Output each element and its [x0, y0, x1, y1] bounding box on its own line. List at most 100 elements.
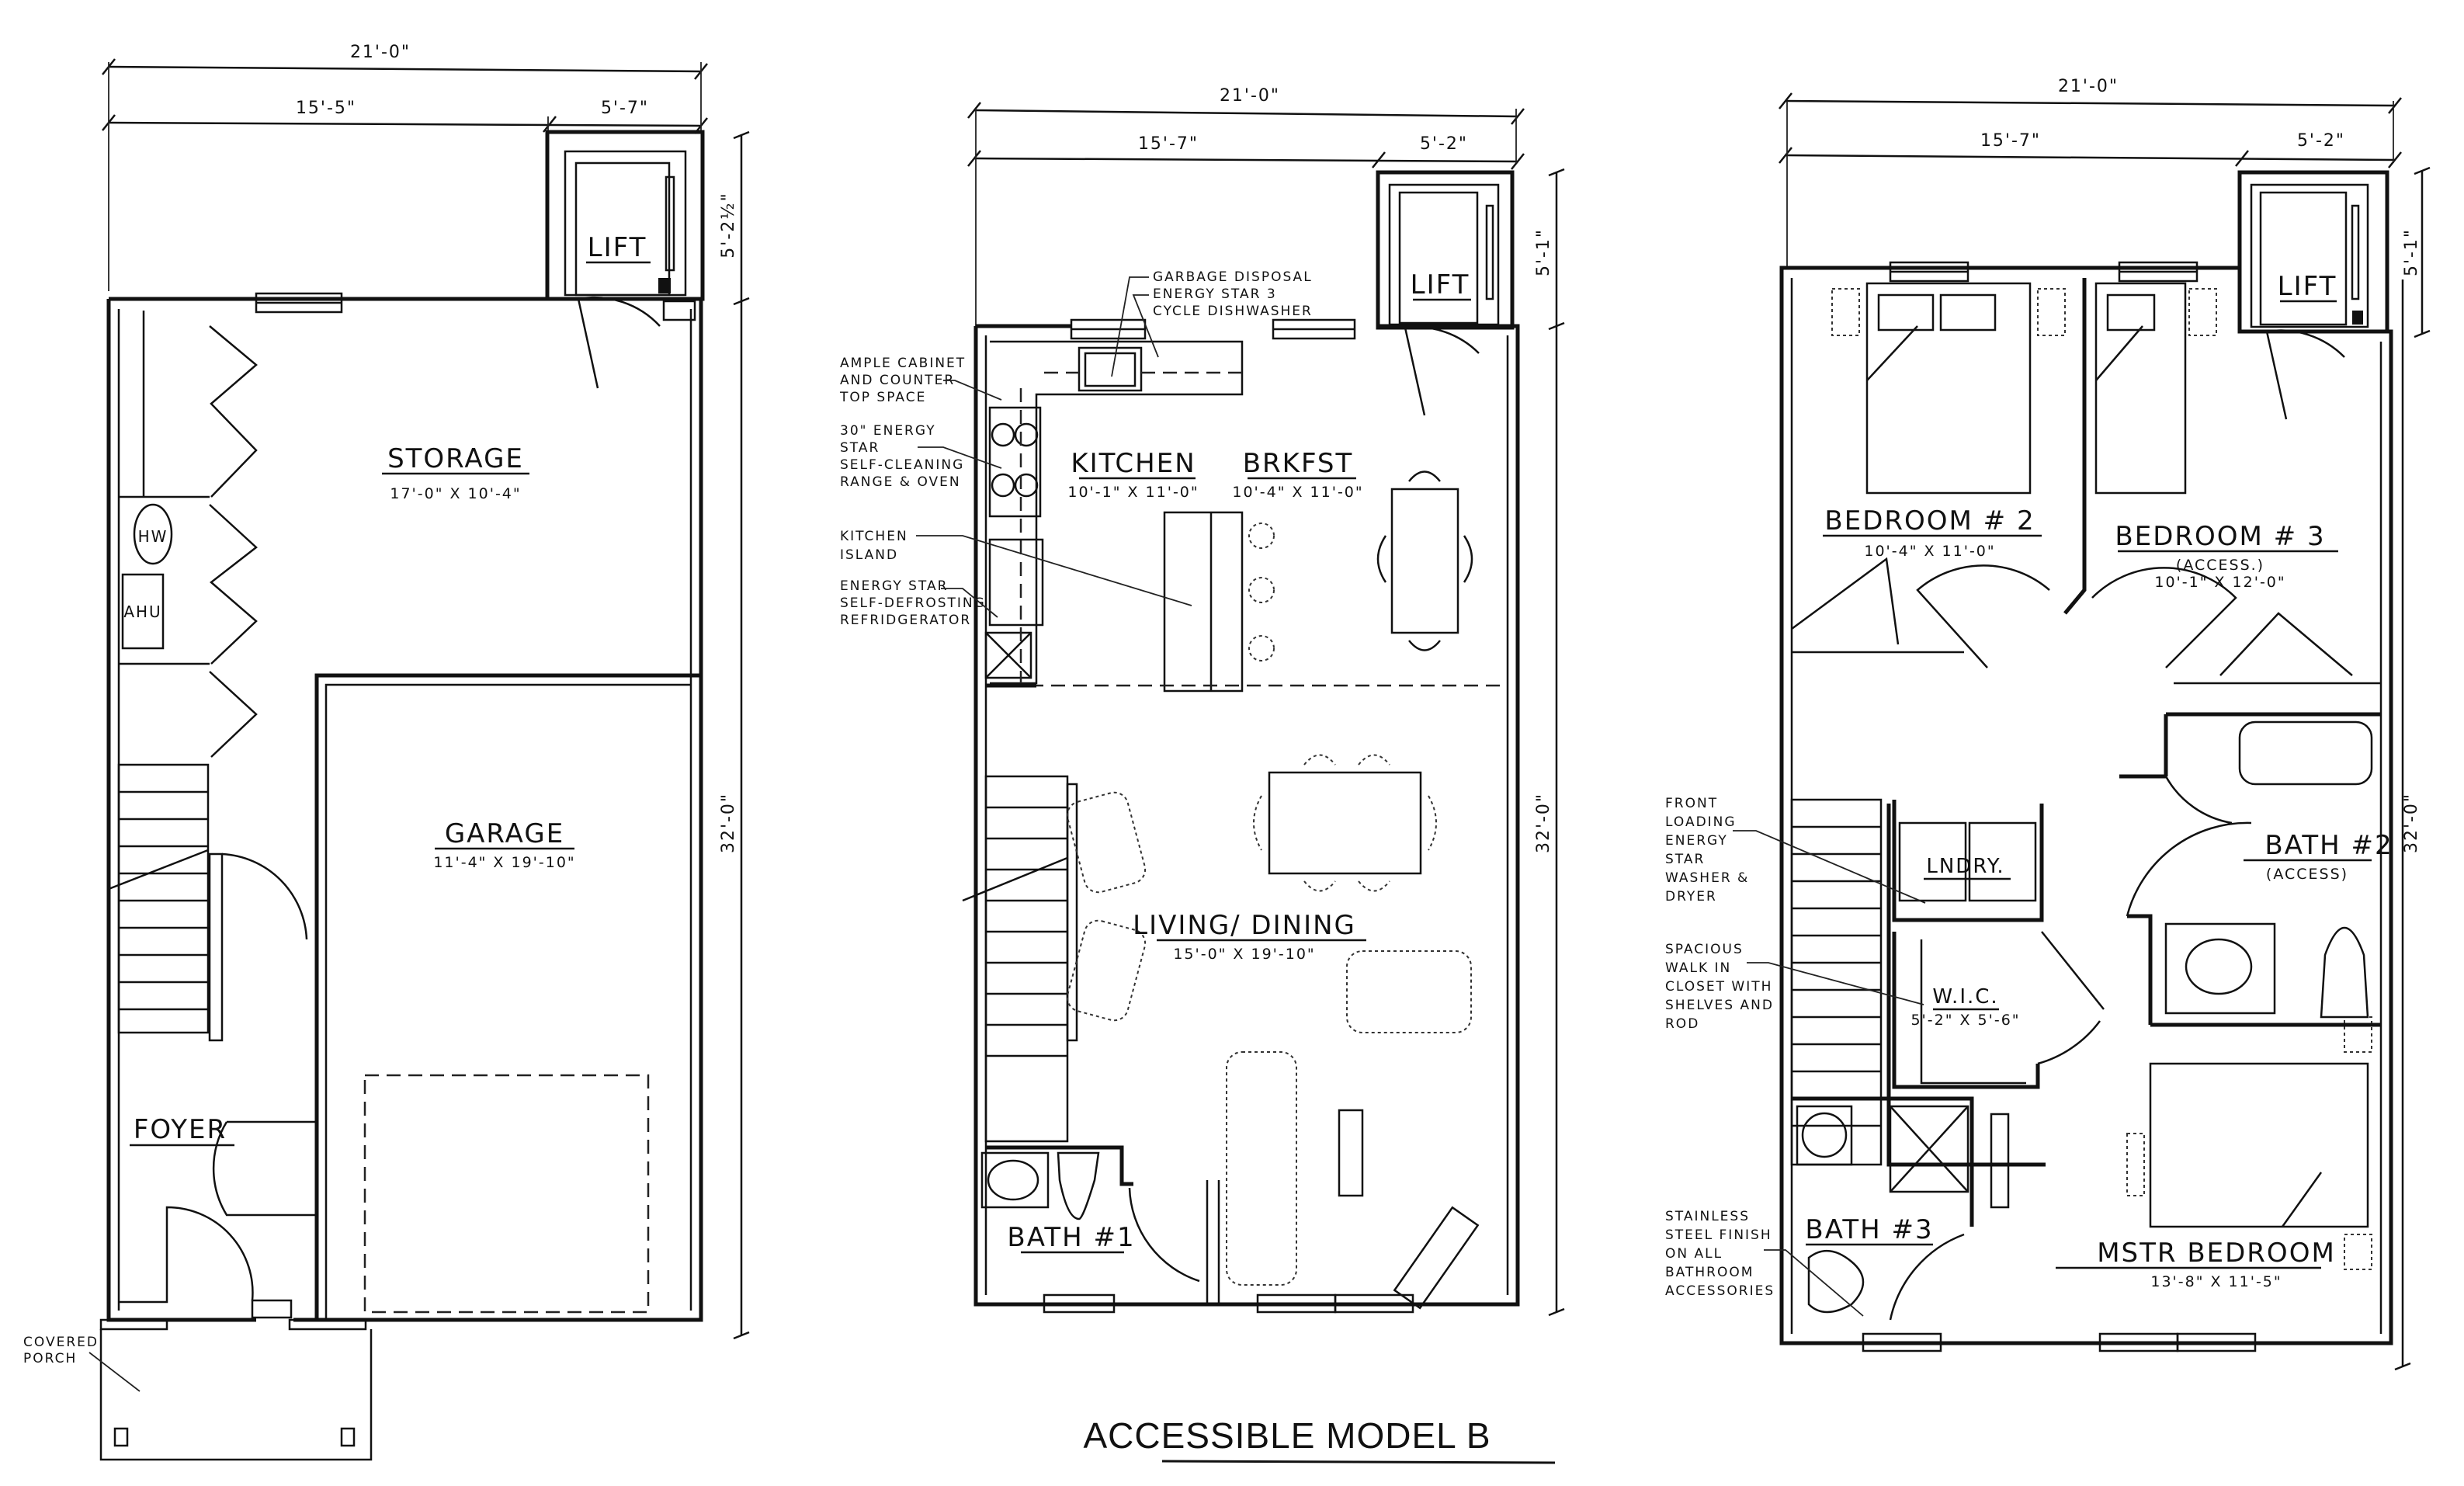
note-range-1: 30" ENERGY [840, 423, 936, 439]
bath-2 [2119, 712, 2381, 1027]
room-label-lift: LIFT [588, 232, 647, 263]
dim-right-width: 5'-2" [2297, 131, 2345, 151]
first-floor-plan: 21'-0" 15'-5" 5'-7" 5'-2½" 32'-0" LIFT [23, 43, 750, 1461]
note-washer-1: FRONT [1665, 796, 1718, 811]
room-size-kitchen: 10'-1" X 11'-0" [1067, 484, 1199, 501]
dim-lift-depth: 5'-1" [2402, 228, 2421, 276]
covered-porch [88, 1329, 373, 1461]
porch-note-line1: COVERED [23, 1335, 99, 1350]
room-label-bath-3: BATH #3 [1805, 1214, 1933, 1245]
bath-1 [980, 1145, 1220, 1304]
room-size-bedroom-2: 10'-4" X 11'-0" [1864, 543, 1995, 560]
third-floor-plan: 21'-0" 15'-7" 5'-2" 5'-1" 32'-0" LIFT [1665, 77, 2431, 1371]
room-label-master-bedroom: MSTR BEDROOM [2097, 1238, 2336, 1269]
note-fridge-2: SELF-DEFROSTING [840, 595, 986, 611]
room-label-bedroom-2: BEDROOM # 2 [1824, 505, 2035, 536]
walk-in-closet [1892, 931, 2105, 1089]
living-armchairs [1066, 791, 1147, 1022]
note-closet-2: WALK IN [1665, 960, 1731, 976]
room-label-kitchen: KITCHEN [1071, 448, 1196, 479]
laundry [1892, 800, 2044, 922]
room-label-foyer: FOYER [134, 1114, 227, 1145]
room-size-living-dining: 15'-0" X 19'-10" [1173, 946, 1315, 963]
ahu-label: AHU [123, 602, 161, 621]
note-washer-4: STAR [1665, 852, 1705, 867]
dimension-lines [102, 58, 750, 1340]
dim-left-width: 15'-7" [1138, 134, 1199, 154]
room-size-bedroom-3: 10'-1" X 12'-0" [2154, 574, 2285, 591]
note-steel-1: STAINLESS [1665, 1209, 1750, 1224]
note-garbage-3: CYCLE DISHWASHER [1153, 304, 1313, 319]
room-size-garage: 11'-4" X 19'-10" [433, 854, 575, 871]
kitchen-island [1163, 511, 1275, 693]
room-size-wic: 5'-2" X 5'-6" [1910, 1012, 2020, 1029]
room-label-lift: LIFT [1411, 269, 1470, 300]
room-sub-bedroom-3: (ACCESS.) [2176, 557, 2264, 574]
note-range-2: STAR [840, 440, 880, 456]
lift-shaft [2237, 170, 2389, 334]
staircase [108, 763, 224, 1042]
room-label-garage: GARAGE [445, 818, 564, 849]
closets [119, 311, 258, 758]
hw-label: HW [138, 527, 168, 546]
coffee-table [1338, 1109, 1364, 1197]
note-range-4: RANGE & OVEN [840, 474, 961, 490]
staircase [962, 775, 1078, 1143]
note-steel-2: STEEL FINISH [1665, 1227, 1772, 1243]
sheet-title: ACCESSIBLE MODEL B [1083, 1415, 1491, 1456]
room-label-lift: LIFT [2278, 271, 2337, 302]
note-washer-3: ENERGY [1665, 833, 1728, 849]
room-label-bath-2: BATH #2 [2264, 830, 2393, 861]
porch-note-line2: PORCH [23, 1351, 77, 1366]
floor-3-callouts: FRONT LOADING ENERGY STAR WASHER & DRYER… [1665, 796, 1926, 1317]
dim-overall-width: 21'-0" [2058, 77, 2119, 96]
dim-right-width: 5'-7" [601, 99, 649, 118]
note-garbage-2: ENERGY STAR 3 [1153, 286, 1277, 302]
loveseat [1346, 950, 1472, 1033]
note-steel-3: ON ALL [1665, 1246, 1723, 1262]
dim-overall-width: 21'-0" [1220, 86, 1280, 106]
note-island-1b: ISLAND [840, 547, 898, 563]
breakfast-table [1376, 470, 1473, 651]
dim-left-width: 15'-5" [296, 99, 356, 118]
beds [1831, 282, 2372, 1270]
note-steel-4: BATHROOM [1665, 1265, 1754, 1280]
room-size-master-bedroom: 13'-8" X 11'-5" [2150, 1273, 2282, 1290]
dimension-lines [1779, 92, 2431, 1371]
note-cabinet-3: TOP SPACE [839, 390, 926, 405]
dimension-lines [967, 102, 1565, 1317]
kitchen-callouts: GARBAGE DISPOSAL ENERGY STAR 3 CYCLE DIS… [839, 269, 1313, 628]
note-washer-6: DRYER [1665, 889, 1717, 904]
room-label-living-dining: LIVING/ DINING [1133, 910, 1356, 941]
title-underline [1161, 1460, 1556, 1464]
note-washer-2: LOADING [1665, 814, 1737, 830]
room-label-breakfast: BRKFST [1243, 448, 1354, 479]
note-closet-1: SPACIOUS [1665, 942, 1744, 957]
room-label-wic: W.I.C. [1932, 985, 1998, 1009]
dim-overall-depth: 32'-0" [2402, 793, 2421, 853]
room-label-laundry: LNDRY. [1926, 855, 2004, 878]
note-closet-3: CLOSET WITH [1665, 979, 1772, 995]
dim-lift-depth: 5'-1" [1534, 228, 1553, 276]
note-closet-5: ROD [1665, 1016, 1699, 1032]
staircase [1790, 798, 1883, 1166]
room-label-bedroom-3: BEDROOM # 3 [2115, 521, 2325, 552]
note-fridge-3: REFRIDGERATOR [840, 613, 971, 628]
dining-table [1253, 754, 1437, 892]
note-cabinet-2: AND COUNTER [840, 373, 955, 388]
dim-overall-depth: 32'-0" [1534, 793, 1553, 853]
tv-console [1393, 1206, 1480, 1310]
room-sub-bath-2: (ACCESS) [2266, 866, 2348, 883]
dim-overall-depth: 32'-0" [719, 793, 738, 853]
dim-overall-width: 21'-0" [350, 43, 411, 62]
room-label-storage: STORAGE [387, 443, 524, 474]
room-label-bath-1: BATH #1 [1007, 1222, 1135, 1253]
sofa [1226, 1051, 1297, 1286]
second-floor-plan: 21'-0" 15'-7" 5'-2" 5'-1" 32'-0" LIFT [839, 86, 1565, 1317]
note-closet-4: SHELVES AND [1665, 998, 1774, 1013]
note-steel-5: ACCESSORIES [1665, 1283, 1775, 1299]
note-cabinet-1: AMPLE CABINET [840, 356, 966, 371]
lift-shaft [1376, 170, 1515, 330]
note-washer-5: WASHER & [1665, 870, 1749, 886]
